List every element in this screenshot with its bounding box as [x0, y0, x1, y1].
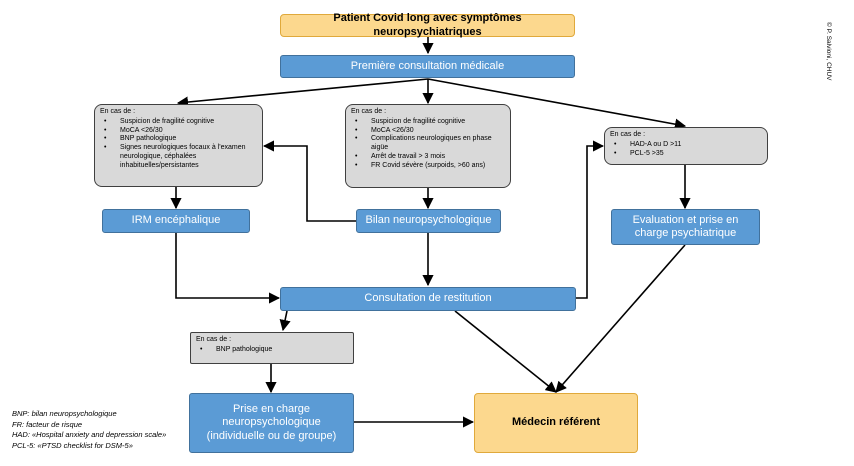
mri-box: IRM encéphalique — [102, 209, 250, 233]
conditions-right-item: HAD-A ou D >11 — [614, 141, 762, 150]
abbreviation-legend: BNP: bilan neuropsychologique FR: facteu… — [12, 409, 166, 452]
conditions-bottom-heading: En cas de : — [196, 336, 232, 343]
first-consultation-box: Première consultation médicale — [280, 55, 575, 78]
neuro-care-box: Prise en charge neuropsychologique (indi… — [189, 393, 354, 453]
legend-item: FR: facteur de risque — [12, 419, 83, 429]
arrow-restitution-to-bottom-conditions — [279, 310, 291, 332]
arrow-restitution-to-referent — [454, 310, 557, 393]
conditions-left-item: Signes neurologiques focaux à l'examen n… — [104, 144, 257, 170]
conditions-left-item: Suspicion de fragilité cognitive — [104, 118, 257, 127]
conditions-right-heading: En cas de : — [610, 131, 646, 138]
arrow-restitution-to-right-conditions — [576, 140, 605, 299]
arrow-bilan-to-left-conditions — [262, 140, 357, 222]
neuro-eval-box: Bilan neuropsychologique — [356, 209, 501, 233]
conditions-left: En cas de : Suspicion de fragilité cogni… — [94, 104, 263, 187]
copyright-credit: © P. Salvioni, CHUV — [825, 22, 832, 81]
arrow-mri-to-restitution — [175, 233, 281, 304]
neuro-eval-label: Bilan neuropsychologique — [365, 214, 492, 227]
conditions-middle-item: Suspicion de fragilité cognitive — [355, 118, 505, 127]
patient-label: Patient Covid long avec symptômes neurop… — [333, 12, 522, 38]
arrow-consult-to-left-conditions — [176, 78, 429, 108]
restitution-label: Consultation de restitution — [364, 292, 492, 305]
legend-item: BNP: bilan neuropsychologique — [12, 409, 117, 418]
conditions-middle-item: Arrêt de travail > 3 mois — [355, 153, 505, 162]
psych-eval-label: Evaluation et prise en charge psychiatri… — [632, 213, 739, 239]
neuro-care-label: Prise en charge neuropsychologique (indi… — [206, 403, 337, 442]
arrow-consult-to-right-conditions — [427, 78, 687, 130]
referent-label: Médecin référent — [511, 416, 601, 429]
psych-eval-box: Evaluation et prise en charge psychiatri… — [611, 209, 760, 245]
conditions-bottom: En cas de : BNP pathologique — [190, 332, 354, 364]
arrow-psych-to-referent — [555, 244, 686, 393]
conditions-middle-heading: En cas de : — [351, 108, 387, 115]
mri-label: IRM encéphalique — [131, 214, 221, 227]
conditions-middle: En cas de : Suspicion de fragilité cogni… — [345, 104, 511, 188]
conditions-middle-item: MoCA <26/30 — [355, 127, 505, 136]
first-consultation-label: Première consultation médicale — [350, 59, 505, 72]
referent-box: Médecin référent — [474, 393, 638, 453]
conditions-left-item: MoCA <26/30 — [104, 127, 257, 136]
conditions-left-item: BNP pathologique — [104, 135, 257, 144]
restitution-box: Consultation de restitution — [280, 287, 576, 311]
conditions-right: En cas de : HAD-A ou D >11 PCL-5 >35 — [604, 127, 768, 165]
patient-box: Patient Covid long avec symptômes neurop… — [280, 12, 575, 38]
conditions-right-item: PCL-5 >35 — [614, 150, 762, 159]
conditions-middle-item: FR Covid sévère (surpoids, >60 ans) — [355, 162, 505, 171]
legend-item: HAD: «Hospital anxiety and depression sc… — [12, 430, 167, 440]
conditions-left-heading: En cas de : — [100, 108, 136, 115]
legend-item: PCL-5: «PTSD checklist for DSM-5» — [12, 440, 133, 450]
conditions-middle-item: Complications neurologiques en phase aig… — [355, 135, 505, 153]
conditions-bottom-item: BNP pathologique — [200, 346, 348, 355]
